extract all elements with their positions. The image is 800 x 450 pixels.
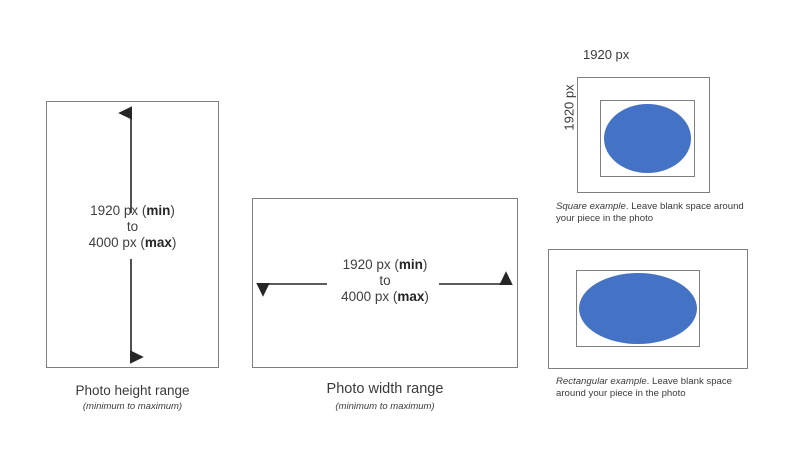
height-range-max-suffix: )	[171, 235, 177, 250]
photo-width-caption: Photo width range	[326, 381, 444, 397]
rect-example-caption-rest: . Leave blank space around your piece in…	[556, 376, 733, 399]
height-range-max-bold: max	[144, 235, 172, 250]
square-example-caption: Square example. Leave blank space around…	[556, 201, 756, 225]
height-range-line-2: to	[126, 219, 139, 234]
height-range-min-suffix: )	[170, 203, 175, 218]
square-artwork-ellipse	[604, 104, 691, 173]
width-range-min-prefix: 1920 px (	[342, 257, 399, 272]
photo-height-caption: Photo height range	[75, 383, 190, 398]
rect-artwork-ellipse	[579, 273, 697, 344]
height-range-line-1: 1920 px (min)	[46, 203, 219, 219]
square-example-caption-rest: . Leave blank space around your piece in…	[556, 201, 744, 224]
square-top-dimension-label: 1920 px	[583, 47, 630, 62]
width-range-line-2: to	[379, 273, 391, 288]
photo-width-frame	[252, 198, 518, 368]
photo-width-caption-sub: (minimum to maximum)	[335, 401, 435, 412]
width-range-min-bold: min	[398, 257, 423, 272]
height-range-max-prefix: 4000 px (	[88, 235, 145, 250]
height-range-line-3: 4000 px (max)	[46, 235, 219, 251]
width-range-line-3: 4000 px (max)	[252, 289, 518, 305]
rect-example-caption: Rectangular example. Leave blank space a…	[556, 376, 761, 400]
photo-height-caption-sub: (minimum to maximum)	[82, 401, 183, 412]
width-range-line-1: 1920 px (min)	[252, 257, 518, 273]
width-range-max-suffix: )	[424, 289, 429, 304]
square-left-dimension-label: 1920 px	[561, 84, 577, 131]
square-example-caption-italic: Square example	[556, 201, 626, 212]
height-range-min-bold: min	[146, 203, 171, 218]
width-range-label: 1920 px (min) to 4000 px (max)	[252, 257, 518, 305]
photo-height-frame	[46, 101, 219, 368]
width-range-max-bold: max	[397, 289, 425, 304]
height-range-min-prefix: 1920 px (	[90, 203, 147, 218]
width-range-max-prefix: 4000 px (	[341, 289, 398, 304]
width-range-min-suffix: )	[422, 257, 428, 272]
height-range-label: 1920 px (min) to 4000 px (max)	[46, 203, 219, 251]
rect-example-caption-italic: Rectangular example	[556, 376, 647, 387]
